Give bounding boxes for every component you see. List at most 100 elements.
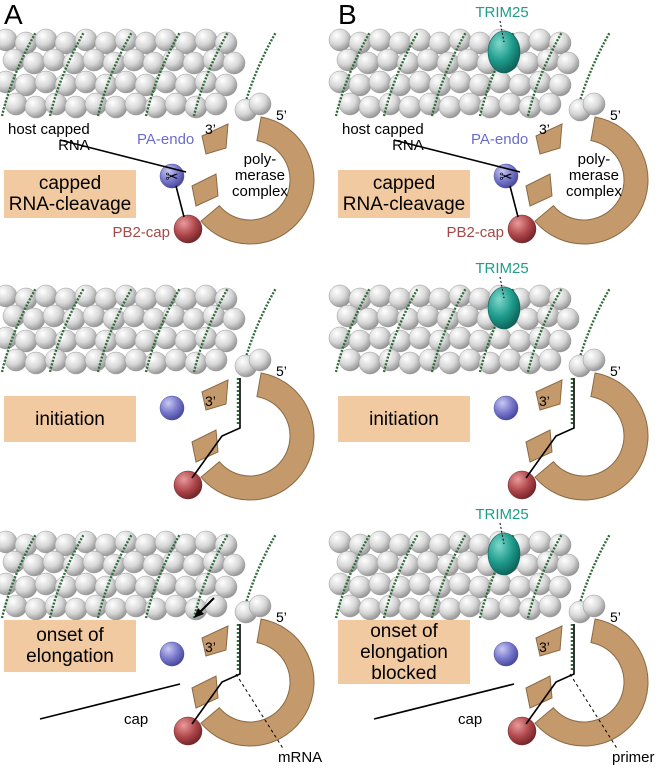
nucleoprotein-sphere [34, 326, 58, 350]
polymerase-label: poly- merase complex [232, 151, 288, 200]
nucleoprotein-sphere [508, 329, 532, 353]
polymerase-body [534, 372, 649, 501]
nucleoprotein-sphere [458, 92, 482, 116]
stage-label-box: initiation [338, 396, 470, 442]
nucleoprotein-sphere [418, 92, 442, 116]
nucleoprotein-sphere [214, 73, 238, 97]
pa-endo-domain [493, 641, 519, 667]
nucleoprotein-sphere [62, 553, 86, 577]
three-prime-label: 3’ [205, 639, 216, 655]
nucleoprotein-sphere [122, 48, 146, 72]
nucleoprotein-sphere [518, 597, 542, 621]
nucleoprotein-sphere [42, 48, 66, 72]
nucleoprotein-sphere [34, 70, 58, 94]
nucleoprotein-sphere [428, 575, 452, 599]
nucleoprotein-sphere [214, 31, 238, 55]
nucleoprotein-sphere [548, 31, 572, 55]
nucleoprotein-sphere [436, 307, 460, 331]
five-prime-label: 5’ [276, 107, 287, 123]
stage-label-box: onset of elongation [4, 620, 136, 672]
nucleoprotein-sphere [356, 553, 380, 577]
nucleoprotein-sphere [508, 73, 532, 97]
rna-strand-in-active-site [191, 378, 241, 479]
pa-endo-domain [159, 641, 185, 667]
nucleoprotein-sphere [164, 348, 188, 372]
nucleoprotein-sphere [74, 572, 98, 596]
panel-B-row-1: ✂ [328, 20, 649, 245]
nucleoprotein-sphere [182, 553, 206, 577]
panel-letter: A [4, 0, 23, 30]
nucleoprotein-sphere [348, 329, 372, 353]
nucleoprotein-sphere [376, 550, 400, 574]
nucleoprotein-sphere [194, 28, 218, 52]
nucleoprotein-sphere [328, 28, 352, 52]
rna-helix-strand [192, 287, 230, 373]
polymerase-lower-arm [525, 173, 553, 207]
nucleoprotein-sphere [44, 92, 68, 116]
nucleoprotein-sphere [456, 550, 480, 574]
nucleoprotein-sphere [22, 51, 46, 75]
nucleoprotein-sphere [398, 95, 422, 119]
polymerase-pa-arm [535, 625, 563, 657]
capped-rna-strand [175, 185, 185, 218]
nucleoprotein-sphere [418, 348, 442, 372]
nucleoprotein-sphere [184, 351, 208, 375]
rna-helix-strand [430, 31, 468, 117]
nucleoprotein-sphere [222, 307, 246, 331]
rna-helix-strand [382, 533, 420, 619]
nucleoprotein-sphere [376, 304, 400, 328]
nucleoprotein-sphere [214, 329, 238, 353]
rna-helix-strand [334, 287, 372, 373]
nucleoprotein-sphere [194, 530, 218, 554]
pa-endo-domain [159, 395, 185, 421]
nucleoprotein-sphere [114, 284, 138, 308]
nucleoprotein-sphere [528, 28, 552, 52]
nucleoprotein-sphere [478, 597, 502, 621]
nucleoprotein-sphere [104, 95, 128, 119]
nucleoprotein-sphere [358, 351, 382, 375]
nucleoprotein-sphere [122, 304, 146, 328]
nucleoprotein-sphere [154, 28, 178, 52]
host-rna-leader [393, 139, 521, 173]
nucleoprotein-sphere [164, 594, 188, 618]
nucleoprotein-sphere [478, 351, 502, 375]
nucleoprotein-sphere [248, 92, 272, 116]
nucleoprotein-sphere [64, 351, 88, 375]
polymerase-body [534, 618, 649, 747]
nucleoprotein-sphere [516, 307, 540, 331]
nucleoprotein-sphere [358, 597, 382, 621]
rna-helix-strand [526, 287, 564, 373]
nucleoprotein-sphere [438, 351, 462, 375]
nucleoprotein-sphere [24, 597, 48, 621]
three-prime-label: 3’ [205, 393, 216, 409]
pb2-cap-domain [507, 214, 537, 244]
nucleoprotein-sphere [408, 326, 432, 350]
nucleoprotein-sphere [142, 553, 166, 577]
polymerase-lower-arm [191, 173, 219, 207]
nucleoprotein-sphere [556, 553, 580, 577]
nucleoprotein-sphere [556, 51, 580, 75]
nucleoprotein-sphere [84, 348, 108, 372]
panel-A-row-1: ✂ [0, 28, 315, 245]
pb2-cap-domain [173, 470, 203, 500]
pb2-cap-label: PB2-cap [446, 224, 504, 241]
nucleoprotein-sphere [62, 307, 86, 331]
panel-B-row-3 [328, 522, 649, 751]
nucleoprotein-sphere [124, 594, 148, 618]
rna-helix-strand [382, 287, 420, 373]
nucleoprotein-sphere [448, 284, 472, 308]
nucleoprotein-sphere [376, 48, 400, 72]
nucleoprotein-sphere [14, 329, 38, 353]
polymerase-pa-arm [201, 379, 229, 411]
nucleoprotein-sphere [338, 594, 362, 618]
trim25-pointer [499, 276, 505, 299]
trim25-protein [487, 532, 521, 576]
nucleoprotein-sphere [448, 70, 472, 94]
nucleoprotein-sphere [14, 73, 38, 97]
nucleoprotein-sphere [22, 553, 46, 577]
nucleoprotein-sphere [348, 575, 372, 599]
nucleoprotein-sphere [194, 326, 218, 350]
nucleoprotein-sphere [64, 597, 88, 621]
nucleoprotein-sphere [94, 73, 118, 97]
